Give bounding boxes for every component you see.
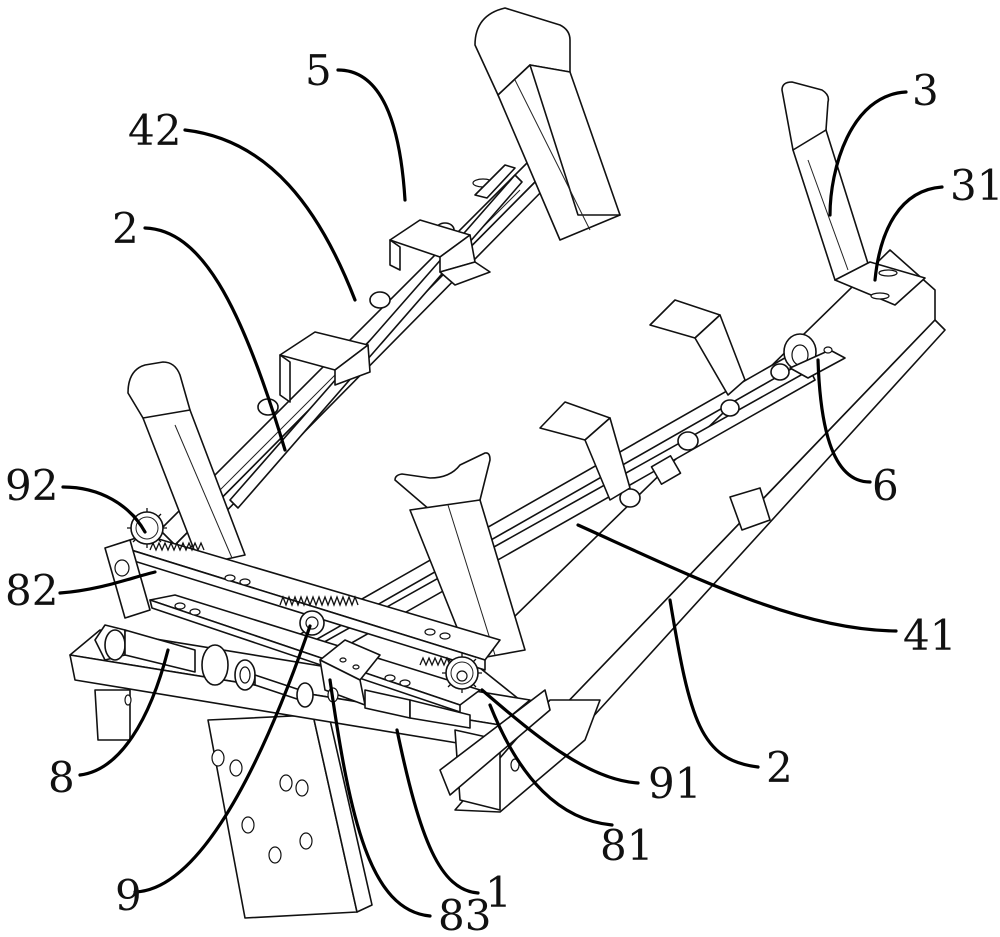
label-2-upper: 2 — [112, 204, 139, 253]
leader-82 — [58, 570, 157, 595]
leader-1 — [395, 728, 480, 895]
front-shaft-41 — [289, 354, 816, 663]
left-front-upright — [127, 361, 246, 566]
leader-2-upper — [143, 226, 287, 452]
rear-upright — [474, 7, 621, 241]
label-41: 41 — [903, 611, 956, 660]
label-1: 1 — [485, 868, 512, 917]
label-5: 5 — [305, 46, 332, 95]
label-82: 82 — [5, 566, 58, 615]
leader-91 — [480, 688, 640, 785]
leader-2-lower — [668, 598, 760, 769]
bracket-5 — [389, 164, 516, 286]
label-9: 9 — [115, 871, 142, 920]
slide-block-81 — [364, 689, 471, 729]
label-8: 8 — [48, 753, 75, 802]
leader-81 — [488, 703, 614, 827]
leader-3 — [828, 90, 908, 217]
label-3: 3 — [912, 66, 939, 115]
support-arm-3 — [781, 81, 871, 281]
label-31: 31 — [950, 161, 1000, 210]
gear-9 — [279, 595, 359, 636]
leader-92 — [61, 485, 147, 534]
bracket-rear-middle — [279, 331, 371, 403]
label-6: 6 — [872, 461, 899, 510]
leader-83 — [328, 678, 432, 918]
front-center-upright — [394, 452, 526, 661]
leader-9 — [133, 624, 312, 894]
leader-8 — [78, 648, 170, 777]
leader-41 — [576, 523, 898, 633]
mounting-plate-31 — [834, 261, 926, 306]
callout-labels: 5 42 2 3 31 6 92 82 41 8 91 2 81 9 83 1 — [5, 46, 1000, 937]
leader-42 — [183, 128, 357, 302]
label-91: 91 — [648, 759, 701, 808]
label-42: 42 — [128, 106, 181, 155]
leader-5 — [336, 68, 407, 202]
label-81: 81 — [600, 821, 653, 870]
base-mount-plate — [207, 714, 373, 919]
leader-lines — [58, 68, 944, 918]
label-83: 83 — [438, 891, 491, 937]
gear-91 — [442, 653, 482, 693]
front-brackets — [539, 299, 746, 501]
label-2-lower: 2 — [766, 743, 793, 792]
cylinder-8 — [94, 624, 314, 708]
leader-6 — [816, 358, 872, 484]
label-92: 92 — [5, 461, 58, 510]
leader-31 — [873, 185, 944, 282]
gear-92 — [127, 508, 167, 548]
